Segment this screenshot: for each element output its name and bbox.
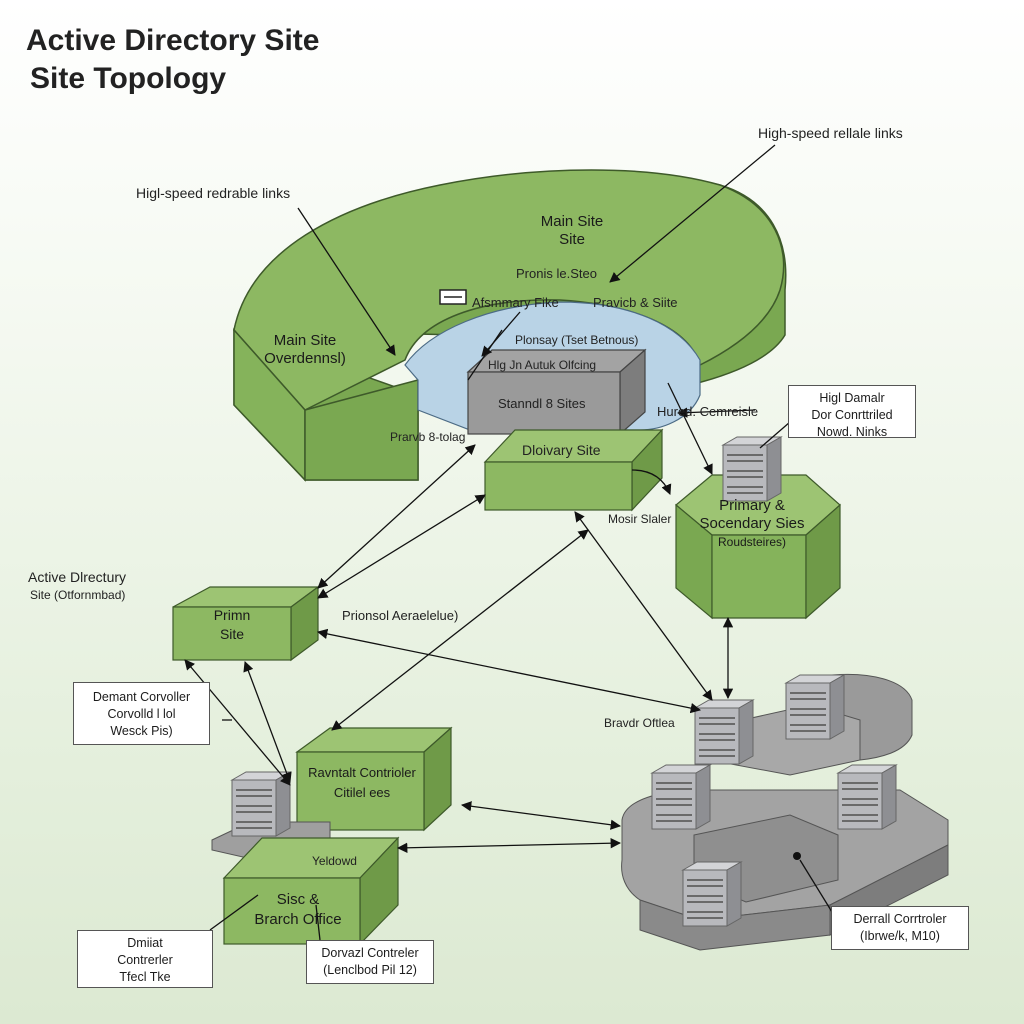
sisc-branch-label: Sisc & Brarch Office bbox=[254, 890, 341, 930]
callout-bottom-left: Dmiiat Contrerler Tfecl Tke bbox=[77, 930, 213, 988]
site-link-icon bbox=[439, 289, 467, 305]
main-site-label: Main Site Site bbox=[541, 213, 604, 249]
callout-line: Demant Corvoller bbox=[92, 690, 191, 704]
server-icon bbox=[694, 699, 754, 765]
page-title-line2: Site Topology bbox=[30, 62, 227, 95]
callout-line: Dor Conrttriled bbox=[811, 408, 893, 422]
ravntalt-line2: Citilel ees bbox=[333, 785, 391, 800]
server-icon bbox=[231, 771, 291, 837]
high-speed-links-right-label: High-speed rellale links bbox=[758, 125, 903, 141]
main-site-left-label: Main Site Overdennsl) bbox=[264, 332, 346, 368]
mosir-label: Mosir Slaler bbox=[608, 512, 672, 526]
branch-office-label: Bravdr Oftlea bbox=[604, 716, 675, 730]
main-site-left-line1: Main Site bbox=[273, 332, 337, 349]
primn-line2: Site bbox=[219, 626, 245, 642]
callout-line: (Ibrwe/k, M10) bbox=[860, 929, 940, 943]
callout-top-right: Higl Damalr Dor Conrttriled Nowd. Ninks bbox=[788, 385, 916, 439]
callout-bottom-right: Derrall Corrtroler (Ibrwe/k, M10) bbox=[831, 906, 969, 950]
server-icon bbox=[722, 436, 782, 502]
hured-label: Hured. Cemreisle bbox=[657, 404, 759, 419]
server-icon bbox=[837, 764, 897, 830]
primn-site-box bbox=[172, 585, 320, 662]
dioivary-site-label: Dloivary Site bbox=[522, 442, 601, 458]
main-site-left-line2: Overdennsl) bbox=[264, 350, 346, 367]
branch-office-box bbox=[222, 836, 400, 946]
primn-site-label: Primn Site bbox=[214, 606, 251, 644]
pronis-label: Pronis le.Steo bbox=[516, 266, 597, 281]
main-site-platform bbox=[233, 169, 787, 482]
primary-line2: Socendary Sies bbox=[699, 515, 805, 532]
hlg-autuk-label: Hlg Jn Autuk Olfcing bbox=[488, 358, 597, 372]
connectors bbox=[184, 144, 833, 941]
callout-line: Corvolld l lol bbox=[107, 707, 176, 721]
callout-line: Wesck Pis) bbox=[110, 724, 173, 738]
summary-site-label: Afsmmary Fike bbox=[472, 295, 559, 310]
callout-line: (Lenclbod Pil 12) bbox=[323, 963, 417, 977]
main-site-label-line2: Site bbox=[559, 231, 585, 248]
sisc-line1: Sisc & bbox=[276, 891, 320, 908]
primary-line3: Roudsteires) bbox=[717, 535, 787, 549]
high-speed-links-left-label: Higl-speed redrable links bbox=[136, 185, 291, 201]
server-icon bbox=[785, 674, 845, 740]
ravntalt-label: Ravntalt Contrioler Citilel ees bbox=[308, 763, 416, 803]
callout-line: Tfecl Tke bbox=[119, 970, 171, 984]
callout-line: Contrerler bbox=[117, 953, 173, 967]
callout-line: Nowd. Ninks bbox=[816, 425, 888, 439]
plonsay-label: Plonsay (Tset Betnous) bbox=[515, 333, 639, 347]
ravntalt-line1: Ravntalt Contrioler bbox=[308, 765, 416, 780]
yeldowd-label: Yeldowd bbox=[312, 854, 357, 868]
ad-site-label-line2: Site (Otfornmbad) bbox=[30, 588, 126, 602]
ad-site-label-line1: Active Dlrectury bbox=[28, 569, 127, 585]
server-icon bbox=[682, 861, 742, 927]
pravicb-label: Pravicb & Siite bbox=[593, 295, 678, 310]
prarvb-label: Prarvb 8-tolag bbox=[390, 430, 466, 444]
callout-bottom-mid: Dorvazl Contreler (Lenclbod Pil 12) bbox=[306, 940, 434, 984]
page-title-line1: Active Directory Site bbox=[26, 24, 320, 57]
primary-line1: Primary & bbox=[719, 497, 785, 514]
primary-secondary-label: Primary & Socendary Sies Roudsteires) bbox=[699, 497, 804, 551]
main-site-label-line1: Main Site bbox=[540, 213, 604, 230]
sisc-line2: Brarch Office bbox=[254, 911, 342, 928]
standard-sites-box bbox=[466, 348, 647, 436]
callout-line: Higl Damalr bbox=[819, 391, 885, 405]
callout-line: Derrall Corrtroler bbox=[853, 912, 947, 926]
stannd-sites-label: Stanndl 8 Sites bbox=[498, 396, 586, 411]
server-icon bbox=[651, 764, 711, 830]
callout-left: Demant Corvoller Corvolld l lol Wesck Pi… bbox=[73, 682, 210, 745]
callout-line: Dmiiat bbox=[127, 936, 163, 950]
prionsol-label: Prionsol Aeraelelue) bbox=[342, 608, 459, 623]
primn-line1: Primn bbox=[213, 607, 251, 623]
ravntalt-controller-box bbox=[295, 726, 453, 832]
callout-line: Dorvazl Contreler bbox=[321, 946, 419, 960]
dioivary-site-box bbox=[483, 428, 664, 512]
